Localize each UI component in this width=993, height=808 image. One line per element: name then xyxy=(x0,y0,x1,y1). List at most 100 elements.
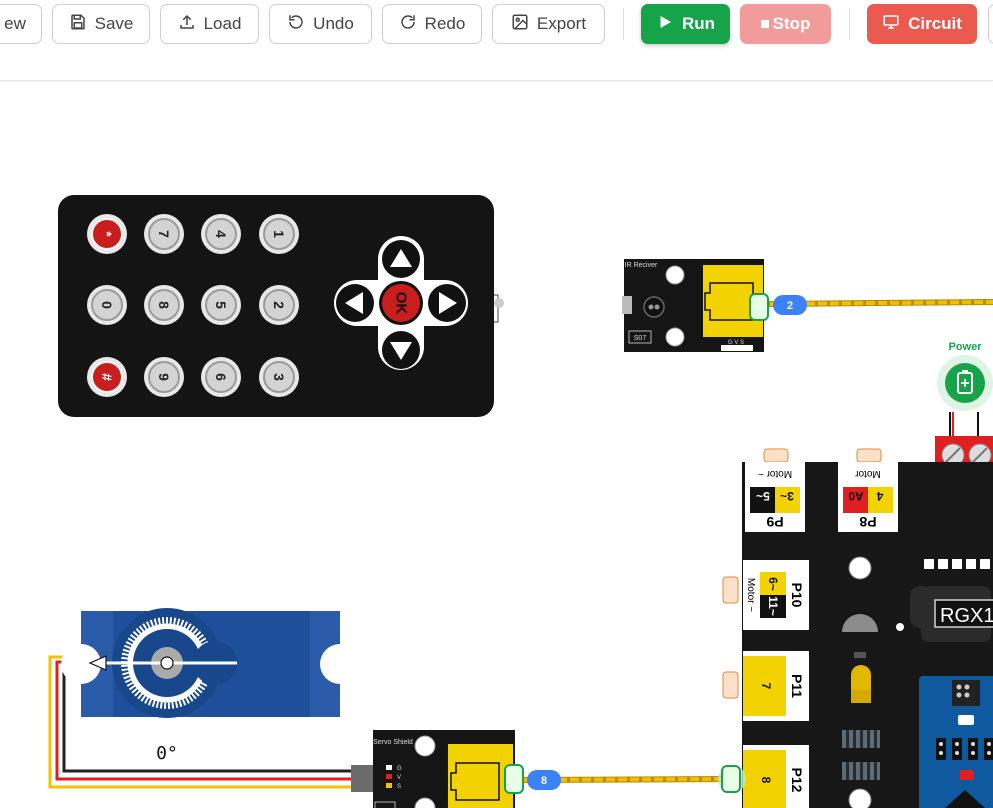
port-p9-pin-a: 3~ xyxy=(780,489,794,503)
save-icon xyxy=(69,13,87,36)
ir-signal-wire[interactable] xyxy=(767,299,993,307)
port-p9-tag: Motor ~ xyxy=(758,468,792,479)
port-p8-label: P8 xyxy=(859,514,876,530)
remote-key[interactable]: * xyxy=(87,214,127,254)
undo-button[interactable]: Undo xyxy=(269,4,372,44)
board-connector-tab[interactable] xyxy=(763,448,789,463)
mount-hole xyxy=(414,735,436,757)
remote-key[interactable]: 3 xyxy=(259,357,299,397)
servo-shield-port[interactable] xyxy=(504,764,524,794)
board-connector-tab[interactable] xyxy=(722,576,739,604)
board-port-p12-connector[interactable] xyxy=(721,765,741,793)
port-p10-pin-a: 6~ xyxy=(766,577,780,591)
save-button[interactable]: Save xyxy=(52,4,150,44)
export-button[interactable]: Export xyxy=(492,4,605,44)
servo-pin-badge: 8 xyxy=(527,770,561,790)
remote-key-label: 2 xyxy=(271,301,287,309)
ir-receiver-port[interactable] xyxy=(749,293,769,321)
new-button[interactable]: ew xyxy=(0,4,42,44)
port-p10-pin-b: 11~ xyxy=(766,596,780,616)
toolbar-divider xyxy=(623,8,624,40)
circuit-canvas[interactable]: * 7 4 1 0 8 5 2 #9 6 3 OK IR Reciver S07 G V S xyxy=(0,81,993,808)
ir-receiver-pin-labels: G V S xyxy=(728,340,744,346)
port-p10-label: P10 xyxy=(789,583,805,608)
servo-arm-arrow-icon xyxy=(88,655,107,671)
remote-key-label: 6 xyxy=(213,373,229,381)
port-p8-tag: Motor xyxy=(855,468,881,479)
run-button[interactable]: Run xyxy=(641,4,730,44)
shield-pin-g: G xyxy=(397,766,402,772)
port-p12-label: P12 xyxy=(789,768,805,793)
servo-shield-module[interactable]: Servo Shield G V S xyxy=(373,730,524,808)
remote-key[interactable]: 5 xyxy=(201,285,241,325)
remote-key-label: 5 xyxy=(213,301,229,309)
remote-key[interactable]: 4 xyxy=(201,214,241,254)
port-p11[interactable]: P11 7 xyxy=(743,651,809,721)
remote-key-label: # xyxy=(99,373,115,381)
servo-angle: 0° xyxy=(156,743,178,764)
redo-icon xyxy=(399,13,417,36)
load-button-label: Load xyxy=(203,14,242,33)
image-icon xyxy=(511,13,529,36)
port-p11-label: P11 xyxy=(789,674,805,698)
remote-key[interactable]: 7 xyxy=(144,214,184,254)
remote-key[interactable]: 0 xyxy=(87,285,127,325)
toolbar-divider xyxy=(849,8,850,40)
circuit-button-label: Circuit xyxy=(908,14,962,33)
remote-key-label: 1 xyxy=(271,230,287,238)
port-p9[interactable]: P9 3~ 5~ Motor ~ xyxy=(745,462,805,532)
port-p11-pin-a: 7 xyxy=(759,683,773,690)
ok-button[interactable] xyxy=(382,284,420,322)
stop-button[interactable]: Stop xyxy=(740,4,831,44)
remote-key-label: 9 xyxy=(156,373,172,381)
new-button-label: ew xyxy=(4,14,26,33)
servo-motor[interactable] xyxy=(61,608,360,718)
board-connector-tab[interactable] xyxy=(722,671,739,699)
remote-key[interactable]: 8 xyxy=(144,285,184,325)
chip-label: RGX1 xyxy=(940,605,993,627)
remote-key-label: 8 xyxy=(156,301,172,309)
port-p10[interactable]: P10 6~ 11~ Motor ~ xyxy=(743,560,809,630)
ok-button-label: OK xyxy=(393,292,410,315)
stop-icon xyxy=(760,20,769,28)
main-controller-board[interactable]: P9 3~ 5~ Motor ~ P8 4 A0 Motor P10 6~ 11… xyxy=(718,448,993,808)
shield-pin-v: V xyxy=(397,775,401,781)
upload-icon xyxy=(178,13,196,36)
ir-receiver-module[interactable]: IR Reciver S07 G V S xyxy=(622,259,769,352)
mount-hole xyxy=(665,265,685,285)
port-p10-tag: Motor ~ xyxy=(745,578,756,612)
toolbar-overflow-button[interactable] xyxy=(988,4,993,44)
monitor-icon xyxy=(882,13,900,36)
dpad-down-arrow-icon[interactable] xyxy=(390,342,412,360)
remote-key[interactable]: 9 xyxy=(144,357,184,397)
circuit-button[interactable]: Circuit xyxy=(867,4,977,44)
dpad-up-arrow-icon[interactable] xyxy=(390,249,412,267)
power-label: Power xyxy=(948,341,982,353)
servo-shield-title: Servo Shield xyxy=(373,739,413,746)
redo-button-label: Redo xyxy=(424,14,466,33)
remote-key[interactable]: # xyxy=(87,357,127,397)
dpad-right-arrow-icon[interactable] xyxy=(439,292,457,314)
ir-remote[interactable]: * 7 4 1 0 8 5 2 #9 6 3 OK xyxy=(58,195,494,417)
load-button[interactable]: Load xyxy=(160,4,259,44)
remote-key-label: 4 xyxy=(213,230,229,238)
ir-receiver-title: IR Reciver xyxy=(625,262,658,269)
remote-key[interactable]: 6 xyxy=(201,357,241,397)
board-mount-hole xyxy=(848,556,872,580)
port-p12-pin-a: 8 xyxy=(759,777,773,784)
ir-pin-badge: 2 xyxy=(773,295,807,315)
dpad-left-arrow-icon[interactable] xyxy=(345,292,363,314)
chip-label-box xyxy=(934,599,993,628)
ir-receiver-code: S07 xyxy=(634,335,647,342)
remote-key[interactable]: 2 xyxy=(259,285,299,325)
mount-hole xyxy=(665,327,685,347)
port-p8[interactable]: P8 4 A0 Motor xyxy=(838,462,898,532)
undo-button-label: Undo xyxy=(313,14,354,33)
port-p12[interactable]: P12 8 xyxy=(743,745,809,808)
port-p9-pin-b: 5~ xyxy=(756,489,770,503)
servo-pin-badge-label: 8 xyxy=(541,775,547,787)
ir-sensor-dome xyxy=(643,296,665,318)
board-connector-tab[interactable] xyxy=(856,448,882,463)
redo-button[interactable]: Redo xyxy=(382,4,482,44)
remote-key[interactable]: 1 xyxy=(259,214,299,254)
